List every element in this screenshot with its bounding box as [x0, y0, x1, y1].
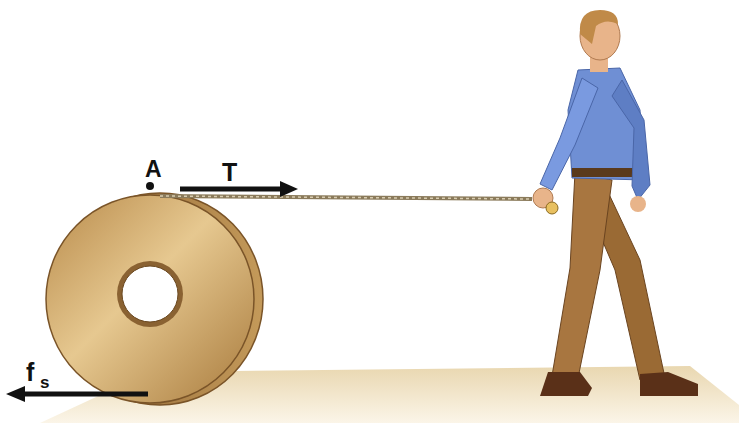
arrow-head — [280, 181, 298, 197]
force-label: T — [222, 160, 237, 185]
rope-texture — [160, 196, 532, 199]
spool-hole — [122, 266, 178, 322]
arrow-head — [6, 386, 25, 402]
spool-hole-ring — [117, 261, 183, 327]
tension-arrow — [180, 187, 282, 192]
subscript-label: s — [40, 374, 49, 391]
spool-face — [46, 195, 254, 403]
force-label: f — [26, 360, 34, 385]
rope — [160, 196, 532, 199]
man-figure — [533, 10, 698, 396]
friction-arrow — [24, 392, 148, 397]
point-label: A — [145, 158, 162, 181]
point-dot — [146, 182, 154, 190]
